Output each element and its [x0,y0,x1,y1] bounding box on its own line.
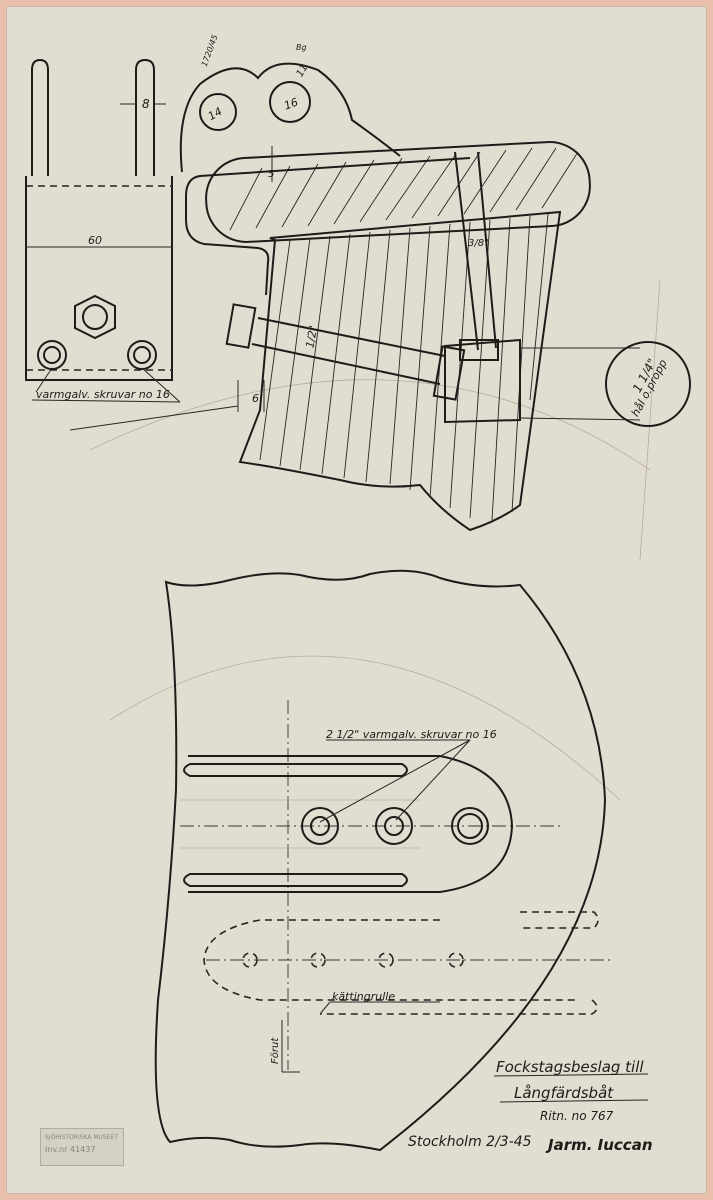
bracket-lug [179,62,401,173]
construction-arc [89,379,651,471]
bent-strap [185,157,471,296]
title-underline [499,1099,649,1103]
through-bolt [251,317,446,385]
plan-view [154,569,610,1152]
leader-line [519,417,641,421]
screw-head-right [127,340,157,370]
u-strap [454,151,497,351]
roller-hole [448,952,464,968]
deck-outline [154,569,607,1152]
dim-pin-width: 8 [142,97,150,111]
dim-hole-large: 16 [282,96,300,113]
roller-pin-top [520,911,599,929]
title-line-1: Fockstagsbeslag till [496,1058,644,1076]
screw-hole-3 [451,807,489,845]
screws-top-label: varmgalv. skruvar no 16 [36,388,170,401]
dim-base-width: 60 [88,234,102,247]
pencil-note: 1720/45 [200,34,220,68]
screw-hole-2-inner [384,816,404,836]
leader-line [395,739,471,821]
screw-hole-1-inner [310,816,330,836]
leader-line [141,367,181,403]
dim-plate-thickness: 5 [268,169,274,180]
stamp-museum-name: SJÖHISTORISKA MUSEET [45,1134,118,1141]
roller-pin-bottom [320,999,598,1015]
dim-clearance: 6 [252,392,259,405]
dim-bolt-diameter: 1/2" [303,324,320,349]
leader-line [319,1001,440,1015]
leader-line [35,367,53,393]
dim-hole-small: 14 [206,105,225,123]
title-underline [493,1073,649,1077]
roller-hole [310,952,326,968]
screw-head-left [37,340,67,370]
place-date: Stockholm 2/3-45 [408,1134,532,1150]
title-line-2: Långfärdsbåt [514,1084,614,1102]
stamp-inventory-number: Inv.nr 41437 [45,1145,96,1154]
front-base-plate [25,176,173,381]
front-pin-right [135,58,155,176]
waterline-leader [69,405,239,431]
lug-hole-small [199,93,237,131]
deck-beam [205,141,591,243]
front-view [25,58,181,403]
pin-bottom [183,873,408,887]
bolt-head [225,303,257,349]
screw-hole-3-inner [457,813,483,839]
screw-hole-1 [301,807,339,845]
lug-hole-large [269,81,311,123]
dim-strap-width: 3/8" [468,238,489,249]
screws-plan-label: 2 1/2" varmgalv. skruvar no 16 [326,728,497,741]
backing-block [444,338,521,424]
construction-line [639,279,661,561]
bolt-end [82,304,108,330]
hole-detail-circle [605,341,691,427]
roller-hole [242,952,258,968]
leader-underline [31,399,181,403]
leader-line [319,739,471,823]
screw-slot-right [133,346,151,364]
drawing-number: Ritn. no 767 [540,1109,614,1123]
pin-top [183,763,408,777]
hex-nut [74,294,116,340]
drawing-sheet [6,6,707,1194]
stem-timber [238,210,562,532]
screw-hole-2 [375,807,413,845]
roller-label: kättingrulle [332,990,395,1003]
beam-hatching [229,147,579,231]
museum-stamp: SJÖHISTORISKA MUSEET Inv.nr 41437 [40,1128,124,1166]
front-pin-left [31,58,49,176]
pencil-note: Bg [296,43,307,52]
fitting-plate [188,755,514,893]
construction-arc [109,655,621,801]
screw-slot-left [43,346,61,364]
forward-label: Förut [270,1037,281,1064]
chain-roller [203,919,580,1001]
timber-grain [259,213,549,521]
signature: Jarm. Iuccan [545,1136,653,1154]
roller-hole [378,952,394,968]
side-section-view [69,62,691,532]
